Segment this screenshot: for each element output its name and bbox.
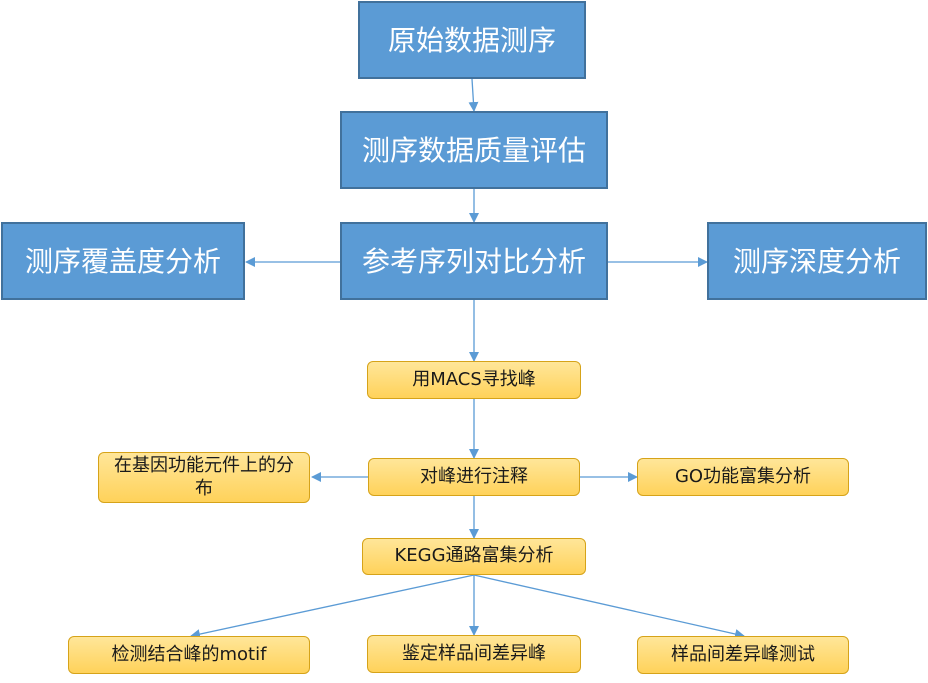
node-quality-assessment-label: 测序数据质量评估 — [361, 133, 586, 167]
node-coverage-analysis: 测序覆盖度分析 — [1, 222, 245, 300]
node-reference-alignment: 参考序列对比分析 — [340, 222, 608, 300]
node-peak-annotation: 对峰进行注释 — [368, 458, 580, 496]
node-go-enrichment: GO功能富集分析 — [637, 458, 849, 496]
node-kegg-enrichment: KEGG通路富集分析 — [362, 538, 586, 575]
node-quality-assessment: 测序数据质量评估 — [340, 111, 608, 189]
node-reference-alignment-label: 参考序列对比分析 — [361, 244, 586, 278]
node-depth-analysis-label: 测序深度分析 — [732, 244, 901, 278]
node-genomic-distribution-label: 在基因功能元件上的分布 — [114, 455, 294, 499]
node-differential-peak-test: 样品间差异峰测试 — [637, 636, 849, 674]
node-differential-peaks-label: 鉴定样品间差异峰 — [402, 642, 546, 664]
node-raw-sequencing: 原始数据测序 — [358, 1, 586, 79]
arrow-raw-to-quality — [468, 78, 479, 112]
node-differential-peaks: 鉴定样品间差异峰 — [367, 635, 581, 673]
node-peak-annotation-label: 对峰进行注释 — [420, 465, 528, 487]
arrow-kegg-to-motif — [190, 574, 475, 639]
node-kegg-enrichment-label: KEGG通路富集分析 — [394, 545, 554, 567]
node-go-enrichment-label: GO功能富集分析 — [674, 465, 812, 487]
node-motif-detection: 检测结合峰的motif — [68, 636, 310, 674]
arrow-kegg-to-test — [473, 574, 745, 639]
node-differential-peak-test-label: 样品间差异峰测试 — [671, 643, 815, 665]
node-macs-peak-calling-label: 用MACS寻找峰 — [412, 368, 536, 390]
node-motif-detection-label: 检测结合峰的motif — [111, 643, 267, 665]
node-raw-sequencing-label: 原始数据测序 — [387, 23, 556, 57]
node-macs-peak-calling: 用MACS寻找峰 — [367, 361, 581, 399]
node-genomic-distribution: 在基因功能元件上的分布 — [98, 452, 310, 503]
node-depth-analysis: 测序深度分析 — [707, 222, 927, 300]
node-coverage-analysis-label: 测序覆盖度分析 — [24, 244, 221, 278]
